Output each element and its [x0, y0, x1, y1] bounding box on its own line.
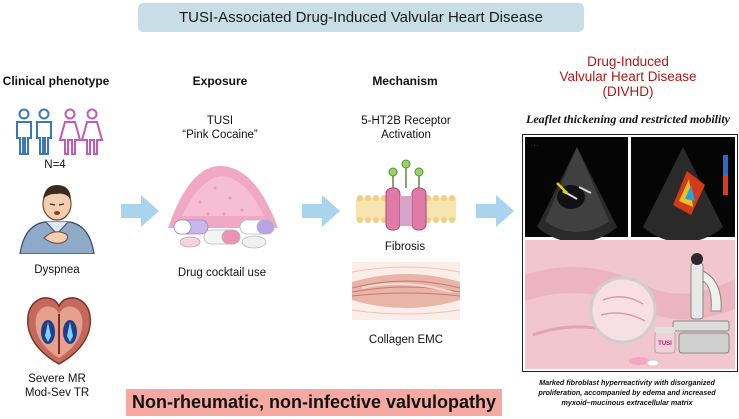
divhd-title-line-2: Valvular Heart Disease — [559, 69, 697, 84]
receptor-label-2: Activation — [381, 129, 431, 141]
valve-disease-label-1: Severe MR — [28, 373, 86, 385]
caption-line-2: proliferation, accompanied by edema and … — [538, 388, 716, 397]
valve-disease-label-2: Mod-Sev TR — [24, 387, 90, 399]
histology-caption: Marked fibroblast hyperreactivity with d… — [516, 378, 738, 408]
drug-jar-icon — [654, 327, 676, 354]
dyspnea-label: Dyspnea — [34, 264, 80, 276]
leaflet-finding: Leaflet thickening and restricted mobili… — [526, 112, 730, 126]
fibrosis-label: Fibrosis — [384, 241, 426, 253]
summary-banner: Non-rheumatic, non-infective valvulopath… — [126, 389, 502, 416]
receptor-membrane-illustration — [356, 159, 456, 231]
svg-text:⋅ ⋅ ⋅: ⋅ ⋅ ⋅ — [531, 143, 539, 149]
drug-name: TUSI — [206, 115, 234, 127]
caption-line-1: Marked fibroblast hyperreactivity with d… — [539, 378, 715, 387]
mechanism-heading: Mechanism — [372, 74, 438, 88]
arrow-right-icon — [302, 195, 340, 227]
arrow-right-icon — [121, 195, 159, 227]
pink-powder-pills-illustration — [168, 165, 278, 249]
exposure-heading: Exposure — [192, 74, 248, 88]
diagram-title: TUSI-Associated Drug-Induced Valvular He… — [138, 3, 584, 32]
female-figures-icon — [58, 108, 104, 155]
microscope-icon — [672, 253, 730, 354]
arrow-right-icon — [476, 195, 514, 227]
imaging-histology-panel: ⋅ ⋅ ⋅ TUSI — [522, 134, 738, 372]
heart-valve-regurgitation-illustration — [27, 297, 91, 365]
echo-histology-image: ⋅ ⋅ ⋅ TUSI — [525, 137, 735, 369]
divhd-title-line-3: (DIVHD) — [602, 84, 654, 99]
patient-count: N=4 — [44, 159, 66, 171]
collagen-tissue-illustration — [352, 262, 460, 320]
dyspnea-patient-illustration — [14, 182, 100, 254]
drug-use-label: Drug cocktail use — [177, 267, 267, 279]
drug-alias: “Pink Cocaine” — [182, 129, 258, 141]
male-figures-icon — [16, 108, 52, 155]
divhd-title-line-1: Drug-Induced — [587, 54, 669, 69]
collagen-label: Collagen EMC — [368, 334, 444, 346]
caption-line-3: myxoid–mucinous extracellular matrix — [561, 398, 693, 407]
divhd-title: Drug-Induced Valvular Heart Disease (DIV… — [548, 54, 708, 99]
patients-icon — [16, 108, 104, 155]
jar-label: TUSI — [658, 341, 672, 347]
receptor-label-1: 5-HT2B Receptor — [361, 115, 451, 127]
phenotype-heading: Clinical phenotype — [2, 74, 110, 88]
